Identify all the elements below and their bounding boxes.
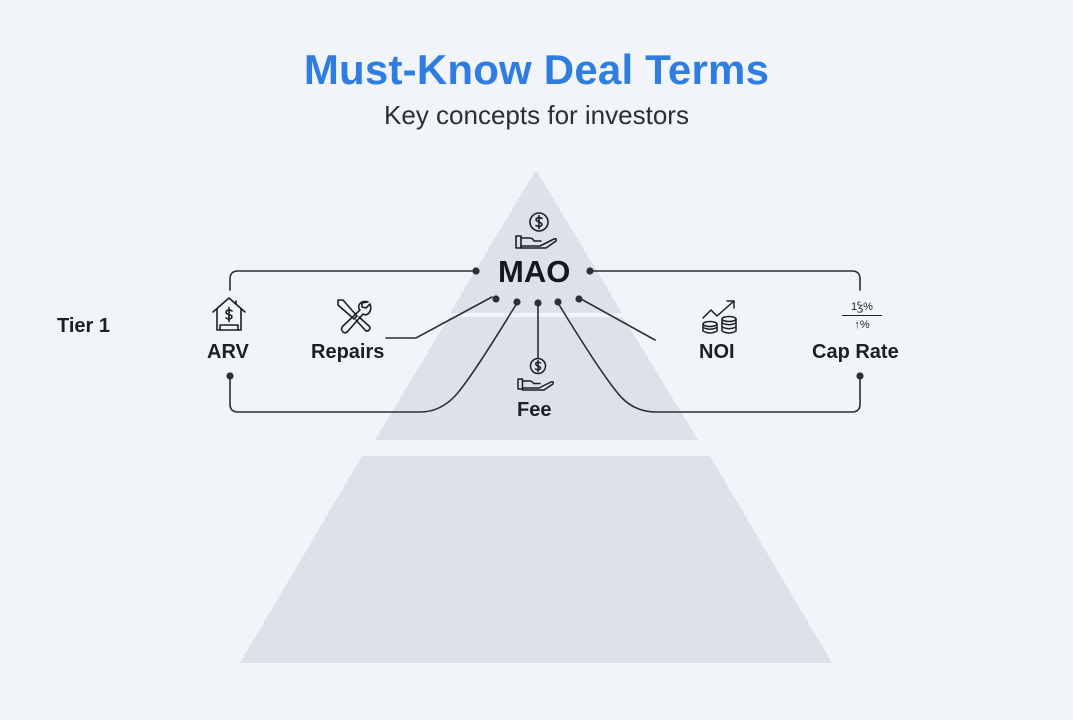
- connector-lines: [229, 270, 861, 413]
- connector-mao-caprate-top: [589, 270, 861, 291]
- connector-mao-noi: [580, 298, 656, 341]
- page-subtitle: Key concepts for investors: [384, 100, 689, 130]
- term-cap-rate: Cap Rate: [812, 341, 899, 363]
- connector-mao-arv-bottom: [229, 302, 518, 413]
- house-dollar-icon: [212, 297, 246, 331]
- connector-mao-caprate-bottom: [557, 302, 861, 413]
- connector-dot: [586, 267, 594, 275]
- connector-dot: [856, 372, 864, 380]
- hand-holding-dollar-icon: [515, 212, 558, 249]
- percentage-icon-bottom: ↑%: [854, 319, 870, 331]
- pyramid-tier-middle: [375, 317, 698, 440]
- hand-holding-dollar-icon: [517, 357, 554, 391]
- connector-dot: [534, 299, 542, 307]
- connector-dot: [492, 295, 500, 303]
- term-fee: Fee: [517, 399, 552, 421]
- term-repairs: Repairs: [311, 341, 385, 363]
- connector-dot: [226, 372, 234, 380]
- term-arv: ARV: [207, 341, 249, 363]
- page-title: Must-Know Deal Terms: [303, 46, 770, 93]
- connector-mao-arv-top: [229, 270, 477, 291]
- percentage-icon-top: 1Ꝣ%: [842, 300, 882, 316]
- connector-dot: [472, 267, 480, 275]
- growth-coins-icon: [702, 300, 737, 334]
- wrench-screwdriver-icon: [337, 299, 372, 334]
- percentage-icon: 1Ꝣ% ↑%: [842, 300, 882, 332]
- tier-label: Tier 1: [57, 315, 110, 337]
- connector-dots: [226, 267, 864, 380]
- connector-dot: [554, 298, 562, 306]
- connector-dot: [513, 298, 521, 306]
- term-noi: NOI: [699, 341, 735, 363]
- connector-dot: [575, 295, 583, 303]
- mao-label: MAO: [498, 254, 571, 289]
- connector-mao-repairs: [385, 296, 493, 339]
- pyramid-tier-bottom: [240, 456, 832, 663]
